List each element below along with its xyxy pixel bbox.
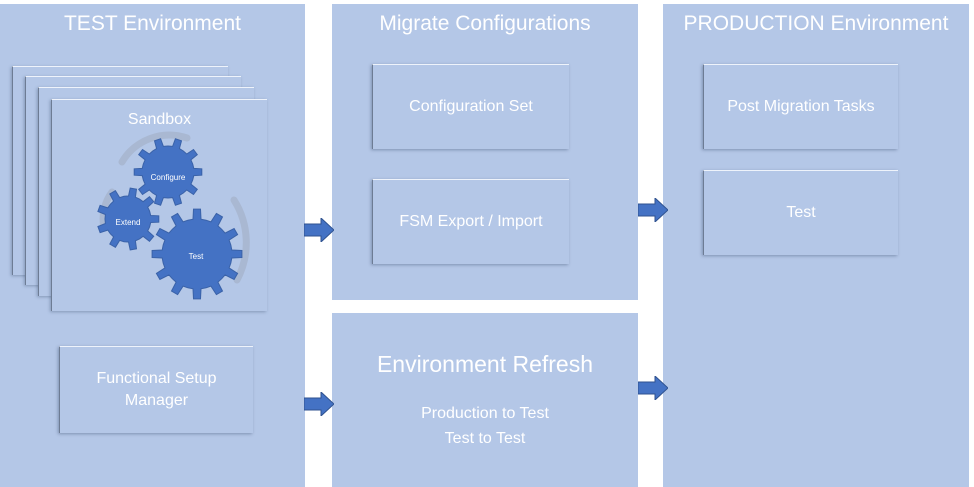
sandbox-label: Sandbox xyxy=(127,111,192,128)
fsm-export-import-card: FSM Export / Import xyxy=(372,179,569,264)
gear-extend-shape xyxy=(97,187,160,251)
gear-configure xyxy=(133,138,203,206)
gear-configure-label: Configure xyxy=(151,173,186,182)
production-test-card: Test xyxy=(703,170,898,255)
test-environment-panel: TEST Environment Sandbox Configure Exten… xyxy=(0,4,305,487)
post-migration-tasks-label: Post Migration Tasks xyxy=(727,98,875,115)
production-environment-title: PRODUCTION Environment xyxy=(683,12,949,35)
environment-refresh-title: Environment Refresh xyxy=(376,351,594,377)
configuration-set-card: Configuration Set xyxy=(372,64,569,149)
gear-test-label: Test xyxy=(189,252,204,261)
gears-diagram: Configure Extend Test xyxy=(97,131,250,300)
arrow-migrate-to-production xyxy=(638,198,668,222)
sandbox-card: Sandbox Configure Extend Test xyxy=(51,99,267,311)
fsm-label-line1: Functional Setup xyxy=(96,370,217,387)
migrate-configurations-panel: Migrate Configurations Configuration Set… xyxy=(332,4,638,300)
gear-test xyxy=(151,208,243,300)
post-migration-tasks-card: Post Migration Tasks xyxy=(703,64,898,149)
arrow-fsm-to-refresh xyxy=(304,392,334,416)
gear-extend-label: Extend xyxy=(116,218,141,227)
production-environment-panel: PRODUCTION Environment Post Migration Ta… xyxy=(663,4,969,487)
arrow-sandbox-to-migrate xyxy=(304,218,334,242)
gear-extend xyxy=(97,187,160,251)
fsm-label-line2: Manager xyxy=(124,392,189,409)
refresh-line-test-to-test: Test to Test xyxy=(444,430,526,447)
configuration-set-label: Configuration Set xyxy=(409,98,533,115)
migrate-configurations-title: Migrate Configurations xyxy=(379,12,591,35)
gear-test-shape xyxy=(151,208,243,300)
arrow-refresh-to-production xyxy=(638,376,668,400)
environment-refresh-panel: Environment Refresh Production to Test T… xyxy=(332,313,638,487)
gear-configure-shape xyxy=(133,138,203,206)
cycle-arc-top xyxy=(118,131,191,166)
functional-setup-manager-card: Functional Setup Manager xyxy=(59,346,253,433)
cycle-arc-right xyxy=(230,196,250,284)
refresh-line-production-to-test: Production to Test xyxy=(421,405,549,422)
fsm-export-import-label: FSM Export / Import xyxy=(399,213,543,230)
test-environment-title: TEST Environment xyxy=(63,12,241,35)
production-test-label: Test xyxy=(786,204,816,221)
